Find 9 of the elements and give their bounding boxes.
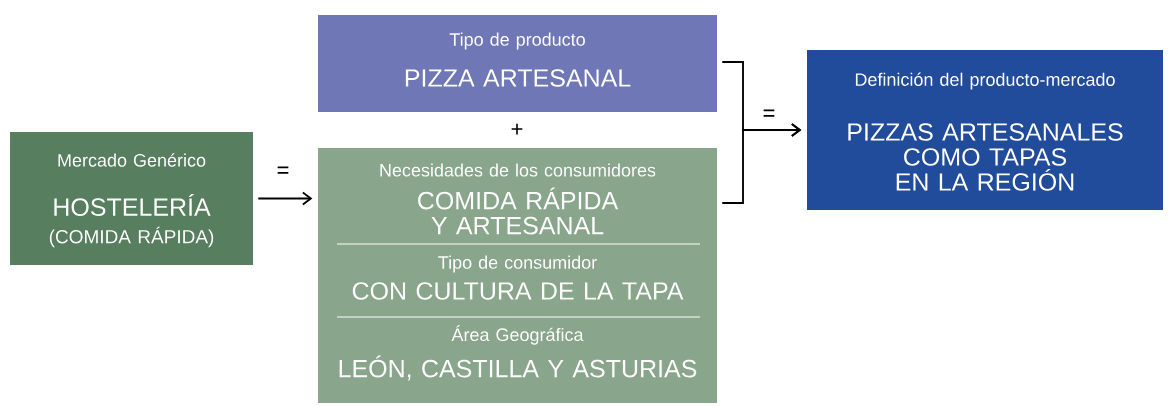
arrow <box>721 123 802 204</box>
needs-box: Necesidades de los consumidores COMIDA RÁPIDA Y ARTESANAL Tipo de consumidor CON CULTURA DE LA TAPA Área Geográfica LEÓN, CASTILLA Y ASTURIAS <box>318 148 717 403</box>
plus-sign: + <box>511 123 523 135</box>
edge-label: = <box>763 109 775 117</box>
market-box: Mercado Genérico HOSTELERÍA (COMIDA RÁPIDA) <box>10 132 253 265</box>
definition-box: Definición del producto-mercado PIZZAS ARTESANALES COMO TAPAS EN LA REGIÓN <box>807 50 1163 210</box>
edge-label: = <box>277 166 289 174</box>
arrow <box>257 191 313 206</box>
product-box: Tipo de producto PIZZA ARTESANAL <box>318 15 717 112</box>
